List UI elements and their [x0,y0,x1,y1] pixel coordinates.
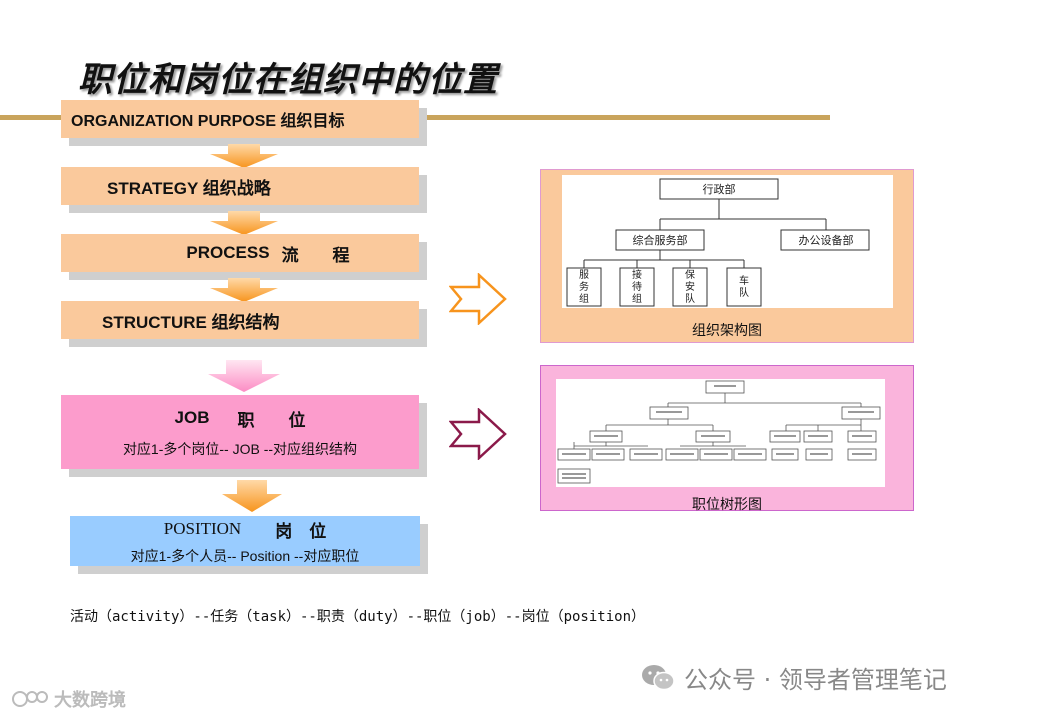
process-label-en: PROCESS [186,243,270,262]
down-arrow-3 [210,278,278,302]
org-chart-diagram: 行政部 综合服务部 办公设备部 服务组 接待组 保安队 车队 [566,178,870,307]
job-box: JOB 职 位 对应1-多个岗位-- JOB --对应组织结构 [61,395,427,477]
org-leaf-text: 保安队 [685,268,695,305]
org-leaf-text: 服务组 [579,269,589,305]
purpose-box: ORGANIZATION PURPOSE 组织目标 [61,100,427,146]
org-mid-1-text: 办公设备部 [799,233,854,247]
position-description: 对应1-多个人员-- Position --对应职位 [130,547,360,564]
right-arrow-orange [449,273,507,325]
position-label-cn: 岗 位 [275,521,327,541]
org-chart-panel: 行政部 综合服务部 办公设备部 服务组 接待组 保安队 车队 组织架构图 [540,169,914,343]
job-tree-panel: 职位树形图 [540,365,914,513]
job-tree-diagram [557,380,881,484]
job-description: 对应1-多个岗位-- JOB --对应组织结构 [122,440,358,457]
down-arrow-2 [210,211,278,235]
process-box: PROCESS 流 程 [61,234,427,280]
structure-label: STRUCTURE 组织结构 [102,312,280,332]
down-arrow-4 [208,360,280,392]
brand-logo-icon [12,691,48,707]
org-top-text: 行政部 [703,182,736,196]
wechat-icon [642,664,675,690]
position-box: POSITION 岗 位 对应1-多个人员-- Position --对应职位 [70,516,428,574]
activity-sequence: 活动（activity）--任务（task）--职责（duty）--职位（job… [70,609,646,625]
page-title: 职位和岗位在组织中的位置 [78,60,498,100]
down-arrow-5 [222,480,282,512]
right-arrow-maroon [449,408,507,460]
org-leaf-text: 接待组 [632,268,642,305]
org-mid-0-text: 综合服务部 [633,233,688,247]
strategy-box: STRATEGY 组织战略 [61,167,427,213]
wechat-account-name: 公众号 · 领导者管理笔记 [684,666,947,694]
strategy-label: STRATEGY 组织战略 [107,178,271,198]
job-label-cn: 职 位 [237,410,306,430]
position-label-en: POSITION [163,519,242,538]
brand-watermark-text: 大数跨境 [54,690,126,711]
wechat-watermark: 公众号 · 领导者管理笔记 [640,660,947,695]
corner-watermark: 大数跨境 [10,686,126,712]
structure-box: STRUCTURE 组织结构 [61,301,427,347]
org-chart-caption: 组织架构图 [692,323,762,339]
purpose-label: ORGANIZATION PURPOSE 组织目标 [71,113,345,130]
job-label-en: JOB [174,408,210,427]
org-leaf-text: 车队 [739,274,749,299]
process-label-cn: 流 程 [281,245,350,265]
job-tree-caption: 职位树形图 [692,497,762,513]
down-arrow-1 [210,144,278,168]
